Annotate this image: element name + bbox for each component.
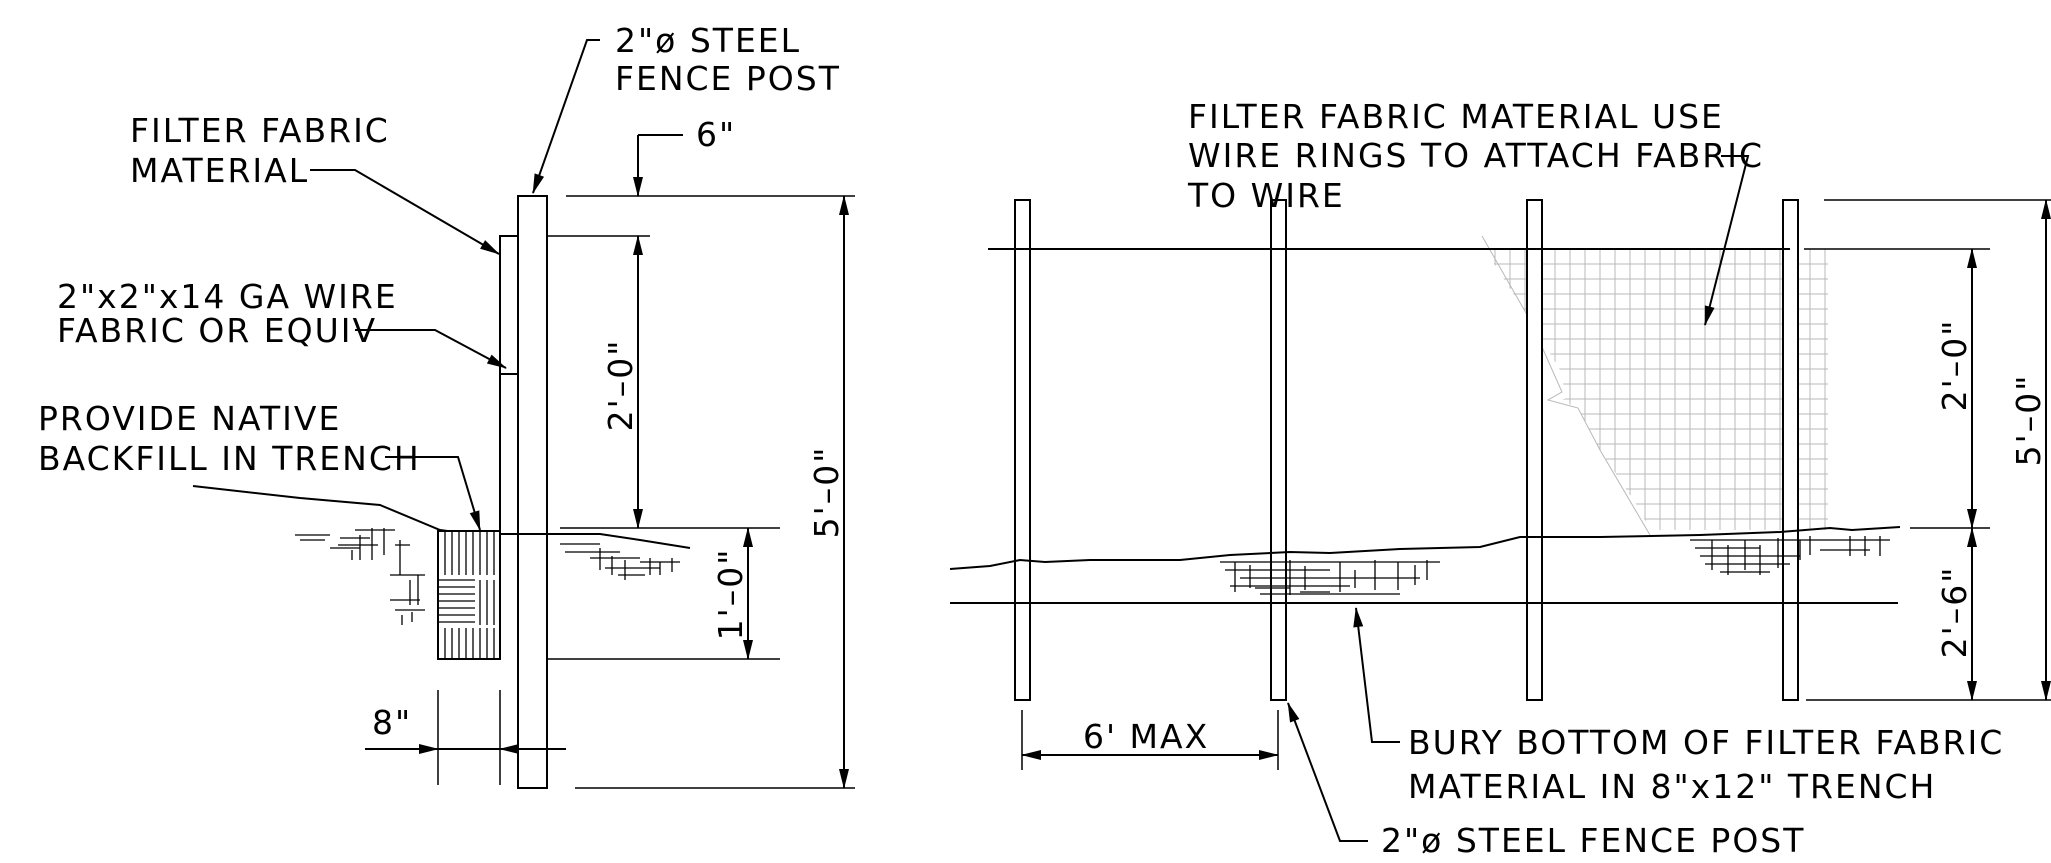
native-soil-left (295, 528, 425, 625)
steel-post (517, 195, 548, 789)
dim-post-spacing: 6' MAX (1083, 717, 1209, 756)
dim-above-grade: 2'–0" (1935, 319, 1974, 412)
svg-text:FILTER FABRIC: FILTER FABRIC (130, 111, 390, 150)
soil-hatch-middle (1220, 560, 1440, 595)
post-4 (1782, 199, 1799, 701)
svg-text:PROVIDE NATIVE: PROVIDE NATIVE (38, 399, 341, 438)
svg-text:FENCE POST: FENCE POST (615, 59, 841, 98)
svg-text:MATERIAL: MATERIAL (130, 151, 309, 190)
svg-text:2"ø STEEL: 2"ø STEEL (615, 21, 801, 60)
section-view: 6" 2'–0" 1'–0" 5'–0" 8" 2"ø STEEL FENCE … (38, 21, 855, 789)
fabric-label-left: FILTER FABRIC MATERIAL (130, 111, 390, 190)
dim-overall-section: 5'–0" (807, 446, 846, 539)
native-soil-right (560, 543, 680, 580)
wire-label-left: 2"x2"x14 GA WIRE FABRIC OR EQUIV (57, 277, 398, 350)
post-3 (1526, 199, 1543, 701)
post-2 (1270, 199, 1287, 701)
svg-text:2"ø STEEL FENCE POST: 2"ø STEEL FENCE POST (1381, 821, 1805, 860)
svg-text:MATERIAL IN 8"x12" TRENCH: MATERIAL IN 8"x12" TRENCH (1408, 767, 1936, 806)
trench-backfill (437, 530, 501, 660)
dim-bury-depth: 1'–0" (711, 548, 750, 641)
svg-text:BURY BOTTOM OF FILTER FABRIC: BURY BOTTOM OF FILTER FABRIC (1408, 723, 2004, 762)
svg-text:FABRIC OR EQUIV: FABRIC OR EQUIV (57, 311, 377, 350)
bury-note-right: BURY BOTTOM OF FILTER FABRIC MATERIAL IN… (1408, 723, 2004, 806)
dim-overall-elevation: 5'–0" (2009, 374, 2048, 467)
filter-fabric-strip (499, 235, 519, 375)
svg-text:FILTER FABRIC MATERIAL USE: FILTER FABRIC MATERIAL USE (1188, 97, 1724, 136)
dim-fabric-height: 2'–0" (601, 339, 640, 432)
dim-top-offset: 6" (696, 115, 736, 154)
dim-trench-width: 8" (372, 703, 412, 742)
fabric-note-right: FILTER FABRIC MATERIAL USE WIRE RINGS TO… (1187, 97, 1764, 215)
post-1 (1014, 199, 1031, 701)
svg-text:BACKFILL IN TRENCH: BACKFILL IN TRENCH (38, 439, 421, 478)
backfill-label-left: PROVIDE NATIVE BACKFILL IN TRENCH (38, 399, 421, 478)
svg-text:TO WIRE: TO WIRE (1187, 176, 1345, 215)
soil-hatch-right (1690, 536, 1890, 575)
post-label-left: 2"ø STEEL FENCE POST (615, 21, 841, 98)
post-note-right: 2"ø STEEL FENCE POST (1381, 821, 1805, 860)
svg-text:WIRE RINGS TO ATTACH FABRIC: WIRE RINGS TO ATTACH FABRIC (1188, 136, 1764, 175)
svg-text:2"x2"x14 GA WIRE: 2"x2"x14 GA WIRE (57, 277, 398, 316)
ground-line-elevation (949, 526, 1901, 570)
elevation-view: 2'–0" 2'–6" 5'–0" 6' MAX FILTER FABRIC M… (949, 97, 2051, 860)
dim-below-grade: 2'–6" (1935, 566, 1974, 659)
